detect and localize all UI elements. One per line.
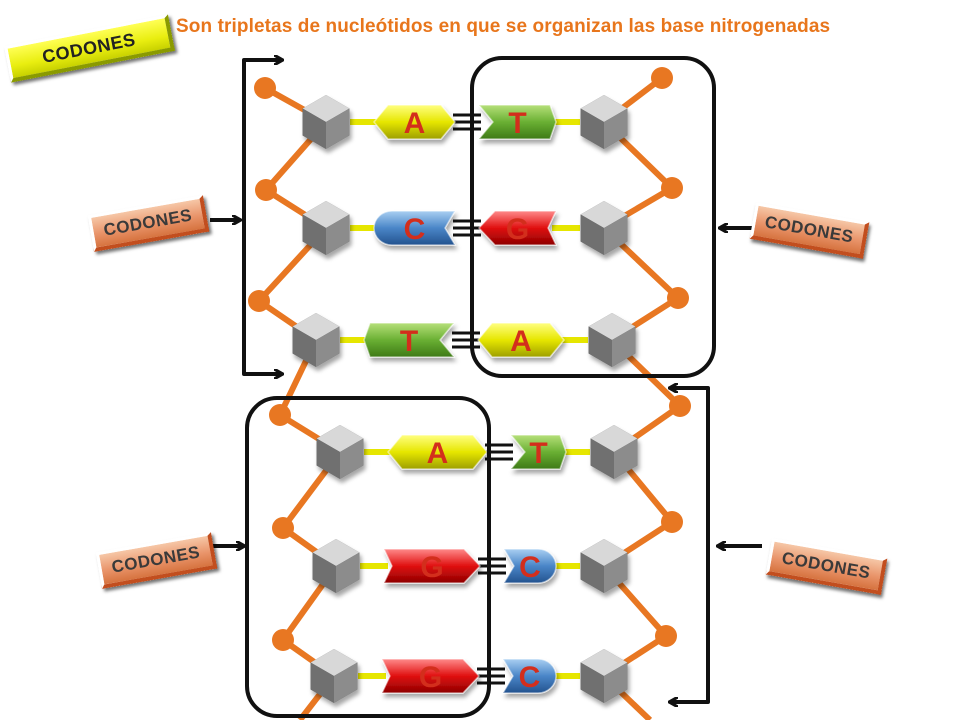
phosphate-group bbox=[661, 177, 683, 199]
deoxyribose-sugar bbox=[316, 425, 364, 479]
codon-box-top-right bbox=[470, 56, 716, 378]
base-letter: A bbox=[404, 107, 426, 140]
deoxyribose-sugar bbox=[310, 649, 358, 703]
base-letter: A bbox=[510, 325, 532, 358]
base-letter: C bbox=[519, 551, 541, 584]
phosphate-group bbox=[248, 290, 270, 312]
deoxyribose-sugar bbox=[580, 95, 628, 149]
phosphate-group bbox=[651, 67, 673, 89]
phosphate-group bbox=[255, 179, 277, 201]
deoxyribose-sugar bbox=[580, 539, 628, 593]
base-letter: G bbox=[506, 213, 529, 246]
base-A-right-3: A bbox=[477, 322, 565, 358]
base-T-right-4: T bbox=[509, 434, 567, 470]
base-letter: T bbox=[400, 325, 418, 358]
phosphate-group bbox=[254, 77, 276, 99]
codon-bracket-left-top bbox=[242, 58, 282, 376]
base-T-left-3: T bbox=[363, 322, 456, 358]
base-letter: T bbox=[508, 107, 526, 140]
deoxyribose-sugar bbox=[302, 201, 350, 255]
deoxyribose-sugar bbox=[580, 649, 628, 703]
base-letter: C bbox=[519, 661, 541, 694]
phosphate-group bbox=[655, 625, 677, 647]
phosphate-group bbox=[272, 629, 294, 651]
base-letter: T bbox=[529, 437, 547, 470]
deoxyribose-sugar bbox=[292, 313, 340, 367]
codon-box-bottom-left bbox=[245, 396, 491, 718]
base-T-right-1: T bbox=[477, 104, 557, 140]
base-A-left-1: A bbox=[373, 104, 456, 140]
base-G-left-6: G bbox=[380, 658, 481, 694]
base-letter: G bbox=[420, 551, 443, 584]
base-letter: G bbox=[419, 661, 442, 694]
deoxyribose-sugar bbox=[302, 95, 350, 149]
phosphate-group bbox=[272, 517, 294, 539]
deoxyribose-sugar bbox=[590, 425, 638, 479]
diagram-title: Son tripletas de nucleótidos en que se o… bbox=[176, 16, 831, 37]
codon-bracket-right-bottom bbox=[672, 386, 710, 704]
deoxyribose-sugar bbox=[312, 539, 360, 593]
phosphate-group bbox=[667, 287, 689, 309]
base-C-right-5: C bbox=[502, 548, 557, 584]
base-letter: A bbox=[427, 437, 449, 470]
base-G-left-5: G bbox=[382, 548, 482, 584]
base-letter: C bbox=[404, 213, 426, 246]
base-A-left-4: A bbox=[387, 434, 488, 470]
base-C-left-2: C bbox=[373, 210, 457, 246]
deoxyribose-sugar bbox=[588, 313, 636, 367]
base-C-right-6: C bbox=[501, 658, 557, 694]
phosphate-group bbox=[669, 395, 691, 417]
base-G-right-2: G bbox=[477, 210, 558, 246]
deoxyribose-sugar bbox=[580, 201, 628, 255]
phosphate-group bbox=[661, 511, 683, 533]
right-backbone-strand bbox=[601, 75, 683, 720]
phosphate-group bbox=[269, 404, 291, 426]
